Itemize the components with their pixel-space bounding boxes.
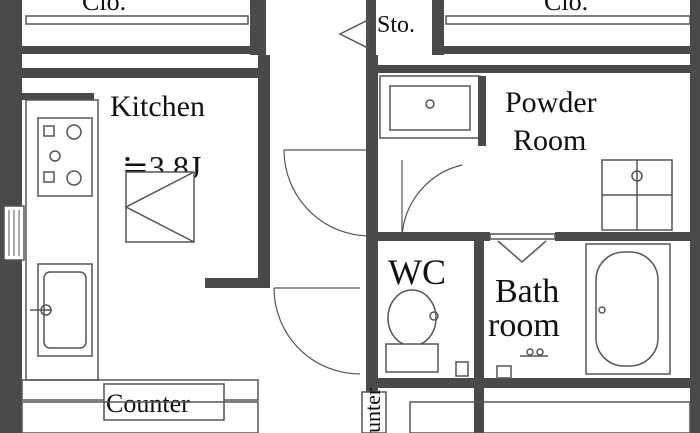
bath-drain — [496, 365, 512, 379]
counter-label: Counter — [106, 389, 190, 418]
counter-vertical-box — [361, 391, 387, 433]
bottom-closet-outline — [409, 401, 691, 433]
closet-left-label: Clo. — [82, 0, 126, 16]
powder-room-label-1: Powder — [505, 86, 597, 119]
wc-top-wall — [370, 232, 490, 241]
kitchen-door — [283, 149, 371, 237]
stove-icon — [37, 117, 93, 197]
powder-door — [401, 160, 463, 239]
kitchen-top-wall — [22, 68, 270, 78]
toilet-icon — [385, 289, 439, 373]
kitchen-label: Kitchen — [110, 90, 205, 123]
right-exterior-wall — [690, 55, 700, 433]
wet-area-bottom-wall — [378, 378, 690, 388]
wc-fixture — [455, 361, 469, 377]
washing-machine-icon — [601, 159, 673, 231]
counter-vertical-label: unter — [360, 387, 385, 433]
fridge-icon — [124, 171, 195, 243]
bath-top-wall — [555, 232, 690, 241]
bath-label-1: Bath — [495, 273, 559, 310]
bathtub-icon — [585, 243, 671, 375]
powder-room-label-2: Room — [513, 124, 586, 157]
storage-closet — [338, 0, 444, 55]
kitchen-bottom-wall — [205, 278, 270, 288]
sink-icon — [30, 263, 93, 357]
washbasin-icon — [379, 75, 481, 139]
wc-right-wall — [474, 241, 484, 433]
faucet-icon — [520, 348, 548, 357]
storage-label: Sto. — [377, 12, 415, 38]
bottom-left-outline — [21, 401, 259, 433]
powder-top-wall — [378, 65, 700, 73]
closet-right-label: Clo. — [544, 0, 588, 16]
hall-door — [273, 287, 361, 375]
window-left — [3, 205, 25, 261]
kitchen-right-wall — [258, 55, 270, 288]
bath-label-2: room — [488, 307, 560, 344]
bath-door-sill — [489, 233, 556, 240]
bath-door-mark — [497, 240, 547, 263]
closet-left — [0, 0, 266, 55]
kitchen-top-ledge — [22, 93, 94, 100]
closet-right — [444, 0, 700, 55]
powder-partition — [478, 76, 486, 146]
central-wall — [366, 55, 378, 433]
wc-label: WC — [388, 252, 446, 292]
